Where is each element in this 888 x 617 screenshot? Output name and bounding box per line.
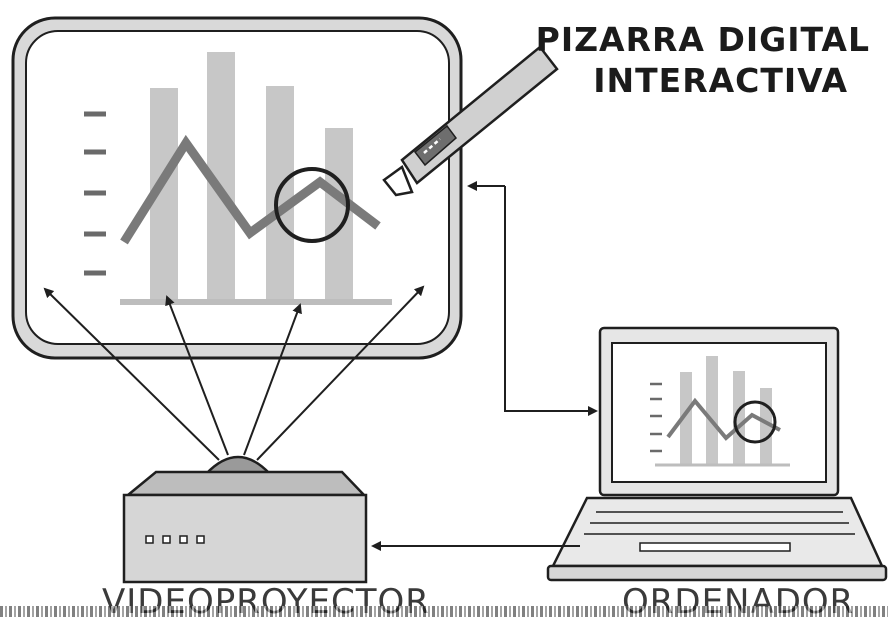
pen-buttons [423, 138, 441, 154]
projector-button [145, 535, 154, 544]
laptop-computer [546, 326, 888, 582]
projection-arrow [165, 295, 229, 456]
projection-arrow [43, 287, 220, 461]
projection-rays [43, 285, 425, 461]
laptop-base [546, 564, 888, 582]
interactive-whiteboard [11, 16, 463, 360]
interactive-pen [382, 45, 559, 197]
projector-top [124, 470, 367, 497]
board-highlight-circle [274, 167, 350, 243]
diagram-title-line-1: PIZARRA DIGITAL [535, 20, 870, 59]
projection-arrow [243, 303, 302, 456]
laptop-chart-illustration [650, 356, 790, 467]
laptop-bar [706, 356, 718, 464]
laptop-highlight-circle [733, 400, 777, 444]
pen-tip [382, 165, 414, 197]
laptop-line-series [666, 397, 781, 441]
laptop-screen [611, 342, 827, 483]
board-line-series [120, 134, 381, 245]
projection-arrow [256, 285, 425, 461]
projector-body [122, 493, 368, 584]
video-projector [122, 455, 368, 584]
projector-button [179, 535, 188, 544]
illegible-caption-strip [0, 606, 888, 617]
projector-button [162, 535, 171, 544]
board-to-computer-arrow [504, 186, 598, 416]
laptop-bar [733, 371, 745, 464]
laptop-keyboard-deck [550, 496, 884, 568]
whiteboard-surface [25, 30, 450, 345]
pen-grip [413, 124, 458, 167]
laptop-bar [680, 372, 692, 464]
diagram-title-line-2: INTERACTIVA [593, 61, 848, 100]
connections [371, 181, 598, 551]
board-chart-illustration [84, 52, 392, 305]
laptop-spacebar [639, 542, 791, 552]
projector-button [196, 535, 205, 544]
